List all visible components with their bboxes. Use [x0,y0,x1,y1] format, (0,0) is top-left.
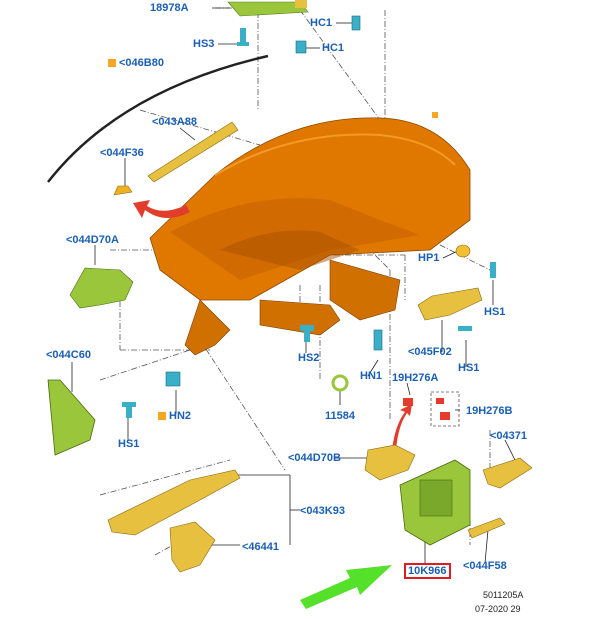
label-hs1-left: HS1 [118,438,140,450]
part-18978A [227,0,309,17]
dashed-box [430,391,460,427]
label-hc1-lower: HC1 [322,42,345,54]
defroster-seal [47,54,269,183]
label-044F58: <044F58 [463,560,507,572]
diagram-date: 07-2020 29 [475,604,521,614]
label-hs1-right: HS1 [484,306,506,318]
label-044F36: <044F36 [100,147,144,159]
screw-hs1-left [122,402,136,418]
clip-hn1 [373,329,383,351]
label-46441: <46441 [242,541,280,553]
screw-hs3 [237,28,249,46]
part-043K93 [107,469,241,536]
cross-car-beam [184,259,401,356]
part-045F02 [417,287,483,321]
label-045F02: <045F02 [408,346,452,358]
clip-hc1-lower [295,40,307,54]
part-46441 [169,521,216,573]
label-04371: <04371 [490,430,528,442]
callout-lines [71,7,516,564]
label-18978A: 18978A [150,2,189,14]
clip-hn2 [165,371,181,387]
label-hs1-mid: HS1 [458,362,480,374]
green-arrow [300,565,392,609]
label-10K966: 10K966 [404,563,451,579]
clip-hc1-top [351,15,361,31]
label-hn1: HN1 [360,370,383,382]
screw-hs2 [300,325,314,342]
screw-hs1-right [490,262,496,278]
red-arrow-small [392,404,412,450]
label-hp1: HP1 [418,252,440,264]
label-hn2: HN2 [158,410,191,423]
part-044D70A [69,267,134,309]
label-hs2: HS2 [298,352,320,364]
label-19H276B: 19H276B [466,405,513,417]
label-043K93: <043K93 [300,505,345,517]
label-044D70A: <044D70A [66,234,119,246]
label-043A88: <043A88 [152,116,197,128]
label-hs3: HS3 [193,38,215,50]
part-19H276B [436,398,450,420]
part-04371 [482,457,533,489]
part-043A88 [147,121,239,183]
part-10K966 [399,459,471,546]
label-044C60: <044C60 [46,349,91,361]
part-hp1 [455,244,471,258]
red-arrow [133,200,190,219]
part-044C60 [47,379,96,456]
instrument-panel [149,112,471,301]
label-044D70B: <044D70B [288,452,341,464]
screw-hs1-mid [458,326,472,331]
ring-11584 [331,374,349,392]
label-046B80: <046B80 [108,57,164,70]
label-hc1-top: HC1 [310,17,333,29]
label-19H276A: 19H276A [392,372,439,384]
label-11584: 11584 [325,410,355,422]
part-044F36 [113,185,133,196]
part-19H276A [403,398,413,406]
part-044F58 [467,517,506,539]
part-044D70B [364,444,416,481]
diagram-code: 5011205A [483,590,524,600]
